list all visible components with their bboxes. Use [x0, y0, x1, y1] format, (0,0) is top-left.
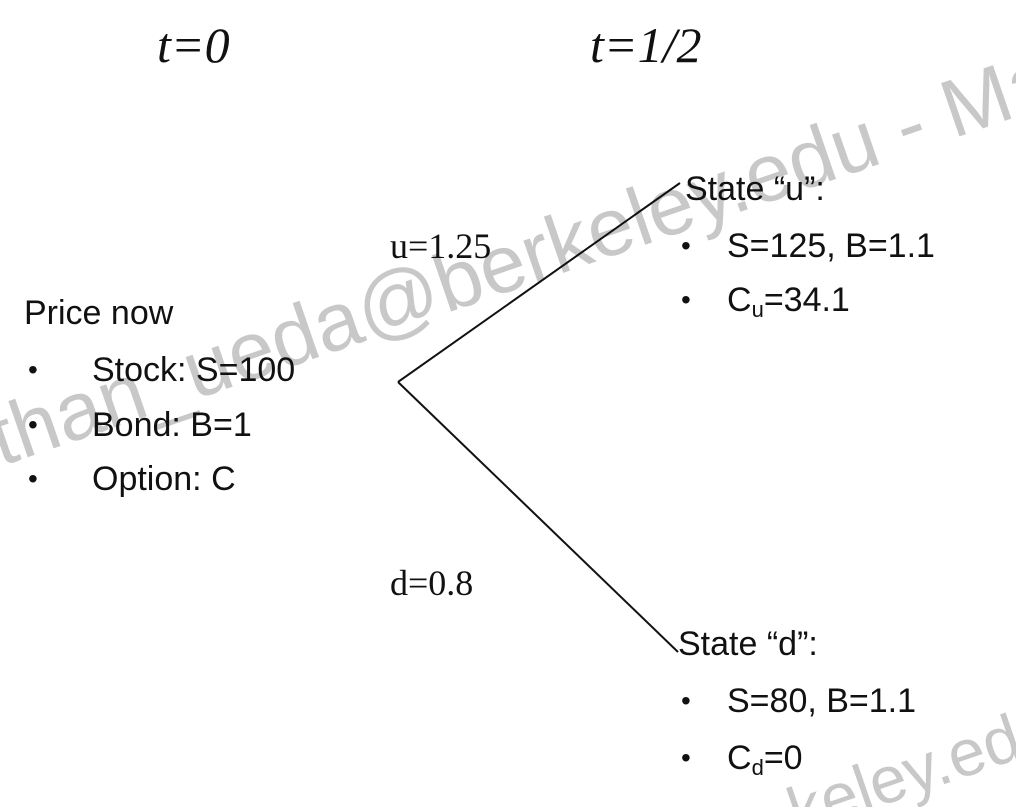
start-node-stock: Stock: S=100	[92, 351, 296, 389]
state-d-c-number: =0	[763, 739, 803, 777]
up-factor-label: u=1.25	[390, 226, 492, 266]
state-u-c-symbol: C	[727, 281, 752, 319]
start-node-option: Option: C	[92, 460, 236, 498]
start-node-bond: Bond: B=1	[92, 406, 252, 444]
state-u-title: State “u”:	[685, 170, 825, 208]
time-label-t0: t=0	[157, 17, 230, 73]
up-branch-line	[397, 182, 681, 383]
bullet-icon: •	[28, 354, 38, 385]
bullet-icon: •	[681, 742, 691, 773]
state-u-prices: S=125, B=1.1	[727, 227, 935, 265]
start-node-title: Price now	[24, 294, 174, 332]
state-u-c-number: =34.1	[763, 281, 850, 319]
time-label-t-half: t=1/2	[590, 17, 702, 73]
bullet-icon: •	[28, 409, 38, 440]
state-u-c-subscript: u	[751, 297, 764, 322]
state-u-option-value: Cu=34.1	[727, 281, 850, 321]
state-d-c-subscript: d	[751, 755, 764, 780]
down-branch-line	[397, 381, 679, 653]
bullet-icon: •	[681, 230, 691, 261]
state-d-prices: S=80, B=1.1	[727, 682, 917, 720]
state-d-option-value: Cd=0	[727, 739, 803, 779]
state-d-c-symbol: C	[727, 739, 752, 777]
bullet-icon: •	[28, 463, 38, 494]
bullet-icon: •	[681, 685, 691, 716]
bullet-icon: •	[681, 284, 691, 315]
state-d-title: State “d”:	[678, 625, 818, 663]
down-factor-label: d=0.8	[390, 563, 474, 603]
